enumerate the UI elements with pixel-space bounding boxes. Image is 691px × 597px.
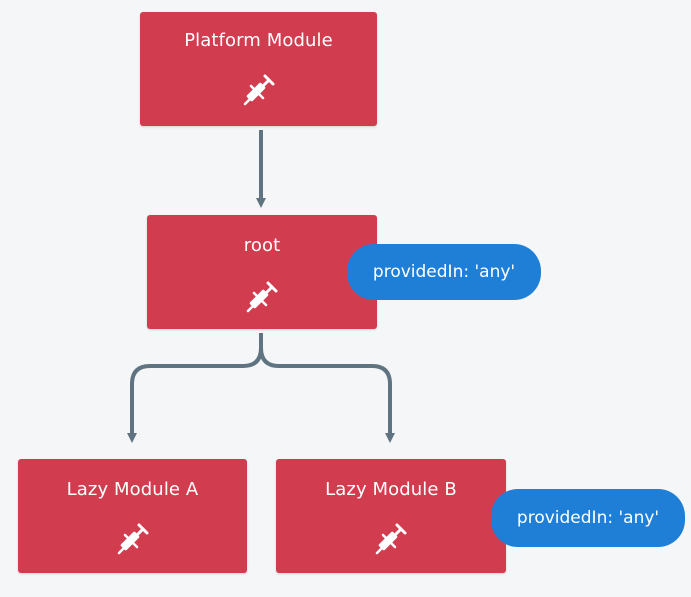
node-label: Lazy Module A [66,479,199,500]
provided-in-badge-lazy-b: providedIn: 'any' [491,489,685,547]
lazy-module-a-node: Lazy Module A [18,459,247,573]
root-injector-node: root [147,215,377,329]
lazy-module-b-node: Lazy Module B [276,459,506,573]
arrow-root-to-lazy-b [259,333,395,443]
platform-module-node: Platform Module [140,12,377,126]
provided-in-badge-root: providedIn: 'any' [347,244,541,300]
syringe-icon [246,281,278,313]
node-label: Platform Module [184,30,333,51]
syringe-icon [375,523,407,555]
arrow-root-to-lazy-a [127,333,263,443]
node-label: Lazy Module B [325,479,457,500]
syringe-icon [117,523,148,555]
syringe-icon [243,74,274,106]
node-label: root [243,235,281,256]
